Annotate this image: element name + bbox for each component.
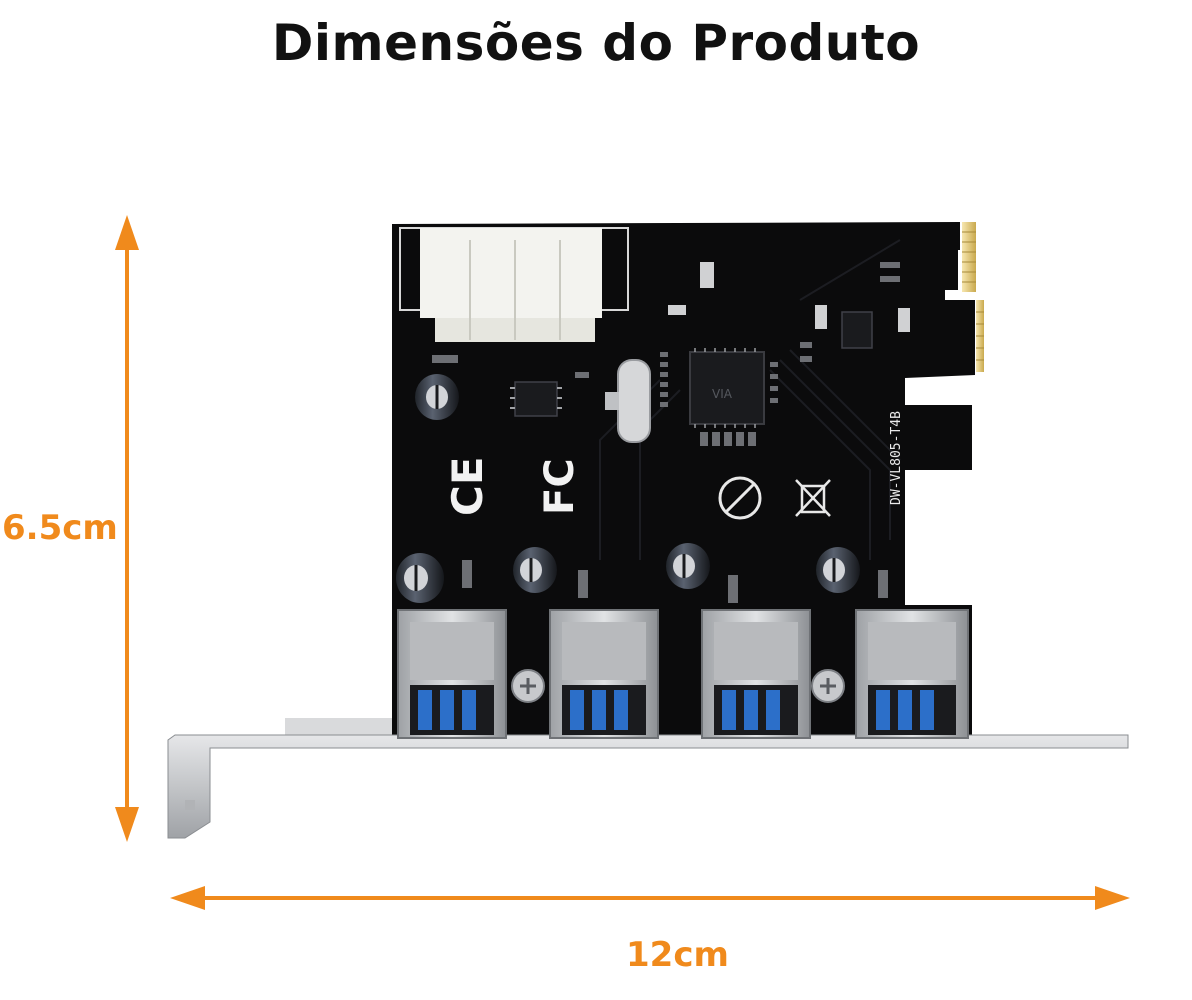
metal-bracket [167,718,1129,839]
height-arrow [115,215,139,842]
width-dimension-label: 12cm [626,935,729,975]
ce-mark: CE [443,456,492,516]
controller-chip: VIA [689,348,765,428]
weee-bin-icon [795,479,831,517]
height-dimension-label: 6.5cm [2,508,118,548]
pb-free-icon [718,476,762,520]
power-connector [399,227,629,342]
small-ic-chips [510,262,910,417]
smd-components [432,262,900,603]
usb-port-1 [397,609,507,739]
usb-port-3 [701,609,811,739]
usb-port-4 [855,609,969,739]
fc-mark: FC [537,458,583,515]
screws [511,669,845,703]
certification-marks: CE FC DW-VL805-T4B [443,411,904,520]
svg-text:VIA: VIA [712,387,733,401]
width-arrow [170,886,1130,910]
crystal-oscillator [605,359,651,443]
model-marking: DW-VL805-T4B [889,411,904,505]
capacitors [396,374,860,603]
pcie-connector [962,222,984,372]
usb-port-2 [549,609,659,739]
usb-ports [397,609,969,739]
page-title: Dimensões do Produto [271,14,921,72]
